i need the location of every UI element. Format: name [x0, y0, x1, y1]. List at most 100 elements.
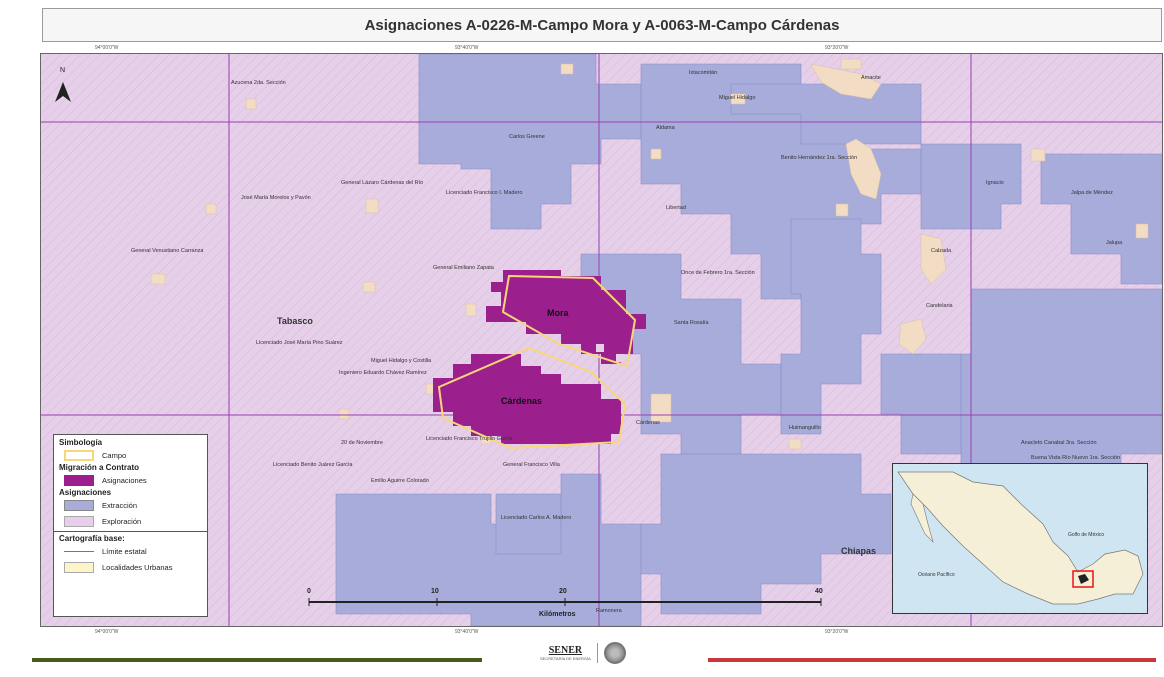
place-label: General Lázaro Cárdenas del Río — [341, 180, 423, 186]
legend-label: Asignaciones — [102, 475, 147, 485]
place-label: Calzada — [931, 248, 952, 254]
place-label: Ixtacomitán — [689, 70, 717, 76]
map-svg[interactable]: Mora Cárdenas Tabasco Chiapas Azucena 2d… — [41, 54, 1162, 626]
field-label-mora: Mora — [547, 308, 569, 318]
mexico-outline — [897, 471, 1144, 605]
inset-map: Golfo de México Océano Pacífico — [892, 463, 1148, 614]
extraction-area-east-2 — [1040, 153, 1162, 285]
state-label-chiapas: Chiapas — [841, 546, 876, 556]
legend-label: Campo — [102, 450, 127, 460]
campo-cardenas-outline — [437, 346, 627, 450]
legend-divider — [54, 531, 207, 532]
legend-title: Simbología — [59, 438, 103, 447]
place-label: Licenciado José María Pino Suárez — [256, 340, 343, 346]
assignment-cardenas — [433, 354, 621, 444]
place-label: Ingeniero Eduardo Chávez Ramírez — [339, 370, 427, 376]
place-label: Huimanguillo — [789, 425, 821, 431]
scale-tick: 20 — [559, 588, 567, 595]
north-label: N — [60, 67, 65, 74]
extraction-area-north — [418, 54, 642, 230]
legend-swatch — [64, 474, 94, 486]
inset-location-marker — [1078, 574, 1089, 584]
place-label: Once de Febrero 1ra. Sección — [681, 270, 755, 276]
place-label: José María Morelos y Pavón — [241, 195, 311, 201]
footer-line-green — [32, 658, 482, 662]
legend-item-localidades: Localidades Urbanas — [54, 559, 207, 575]
legend-swatch — [64, 499, 94, 511]
field-label-cardenas: Cárdenas — [501, 396, 542, 406]
map-title: Asignaciones A-0226-M-Campo Mora y A-006… — [42, 8, 1162, 42]
place-label: Amacite — [861, 75, 881, 81]
legend-item-asignaciones: Asignaciones — [54, 472, 207, 488]
scale-unit: Kilómetros — [539, 611, 576, 618]
map-canvas[interactable]: Mora Cárdenas Tabasco Chiapas Azucena 2d… — [40, 53, 1163, 627]
legend-swatch — [64, 515, 94, 527]
graticule-label-top: 94°00'0"W — [95, 45, 119, 51]
place-label: Miguel Hidalgo y Costilla — [371, 358, 432, 364]
extraction-area-south-east — [780, 218, 882, 435]
place-label: Licenciado Francisco I. Madero — [446, 190, 522, 196]
place-label: Libertad — [666, 205, 686, 211]
place-label: Candelaria — [926, 303, 954, 309]
legend-label: Límite estatal — [102, 546, 147, 556]
graticule-label-bottom: 93°20'0"W — [825, 629, 849, 635]
legend-item-limite: Límite estatal — [54, 543, 207, 559]
graticule-label-top: 93°40'0"W — [455, 45, 479, 51]
sener-logo: SENER SECRETARÍA DE ENERGÍA — [540, 642, 626, 664]
north-arrow: N — [55, 67, 71, 102]
place-label: General Venustiano Carranza — [131, 248, 204, 254]
footer-line-red — [708, 658, 1156, 662]
state-label-tabasco: Tabasco — [277, 316, 313, 326]
place-label: 20 de Noviembre — [341, 440, 383, 446]
inset-location-box — [1072, 570, 1094, 588]
graticule-label-bottom: 93°40'0"W — [455, 629, 479, 635]
extraction-area-south-center — [495, 493, 562, 555]
legend-item-campo: Campo — [54, 447, 207, 463]
place-label: Emilio Aguirre Colorado — [371, 478, 429, 484]
extraction-area-central-east — [730, 83, 922, 145]
legend-swatch — [64, 449, 94, 461]
legend-item-exploracion: Exploración — [54, 513, 207, 529]
inset-pacific-label: Océano Pacífico — [918, 572, 955, 578]
legend-swatch — [64, 550, 94, 552]
place-label: Aldama — [656, 125, 676, 131]
place-label: General Emiliano Zapata — [433, 265, 495, 271]
place-labels: Azucena 2da. Sección General Lázaro Cárd… — [131, 70, 1123, 614]
place-label: Licenciado Benito Juárez García — [273, 462, 353, 468]
assignment-mora — [486, 270, 646, 364]
place-label: Benito Hernández 1ra. Sección — [781, 155, 857, 161]
legend-migration-header: Migración a Contrato — [59, 463, 140, 472]
legend-asignaciones-header: Asignaciones — [59, 488, 112, 497]
legend-label: Localidades Urbanas — [102, 562, 173, 572]
legend-swatch — [64, 561, 94, 573]
place-label: Santa Rosalía — [674, 320, 709, 326]
logo-subtext: SECRETARÍA DE ENERGÍA — [540, 656, 591, 661]
campo-outlines — [437, 274, 637, 450]
extraction-area-southwest — [335, 473, 642, 626]
extraction-area-east-center — [880, 353, 962, 455]
legend-label: Exploración — [102, 516, 142, 526]
place-label: Carlos Greene — [509, 134, 545, 140]
government-seal-icon — [603, 642, 626, 664]
legend: Simbología Campo Migración a Contrato As… — [53, 434, 208, 617]
legend-item-extraccion: Extracción — [54, 497, 207, 513]
scale-tick: 0 — [307, 588, 311, 595]
place-label: Cárdenas — [636, 420, 660, 426]
scale-tick: 40 — [815, 588, 823, 595]
place-label: Jalupa — [1106, 240, 1123, 246]
extraction-area-east-3 — [960, 288, 1162, 475]
place-label: Jalpa de Méndez — [1071, 190, 1113, 196]
place-label: Ignacio — [986, 180, 1004, 186]
campo-mora-outline — [501, 274, 637, 368]
urban-localities — [150, 58, 1149, 450]
assignment-areas — [433, 270, 646, 444]
place-label: Azucena 2da. Sección — [231, 80, 286, 86]
scale-tick: 10 — [431, 588, 439, 595]
graticule-label-bottom: 94°00'0"W — [95, 629, 119, 635]
legend-label: Extracción — [102, 500, 138, 510]
place-label: Ramonera — [596, 608, 623, 614]
inset-svg: Golfo de México Océano Pacífico — [897, 471, 1144, 605]
place-label: Licenciado Carlos A. Madero — [501, 515, 571, 521]
place-label: Miguel Hidalgo — [719, 95, 755, 101]
legend-base-header: Cartografía base: — [59, 534, 125, 543]
